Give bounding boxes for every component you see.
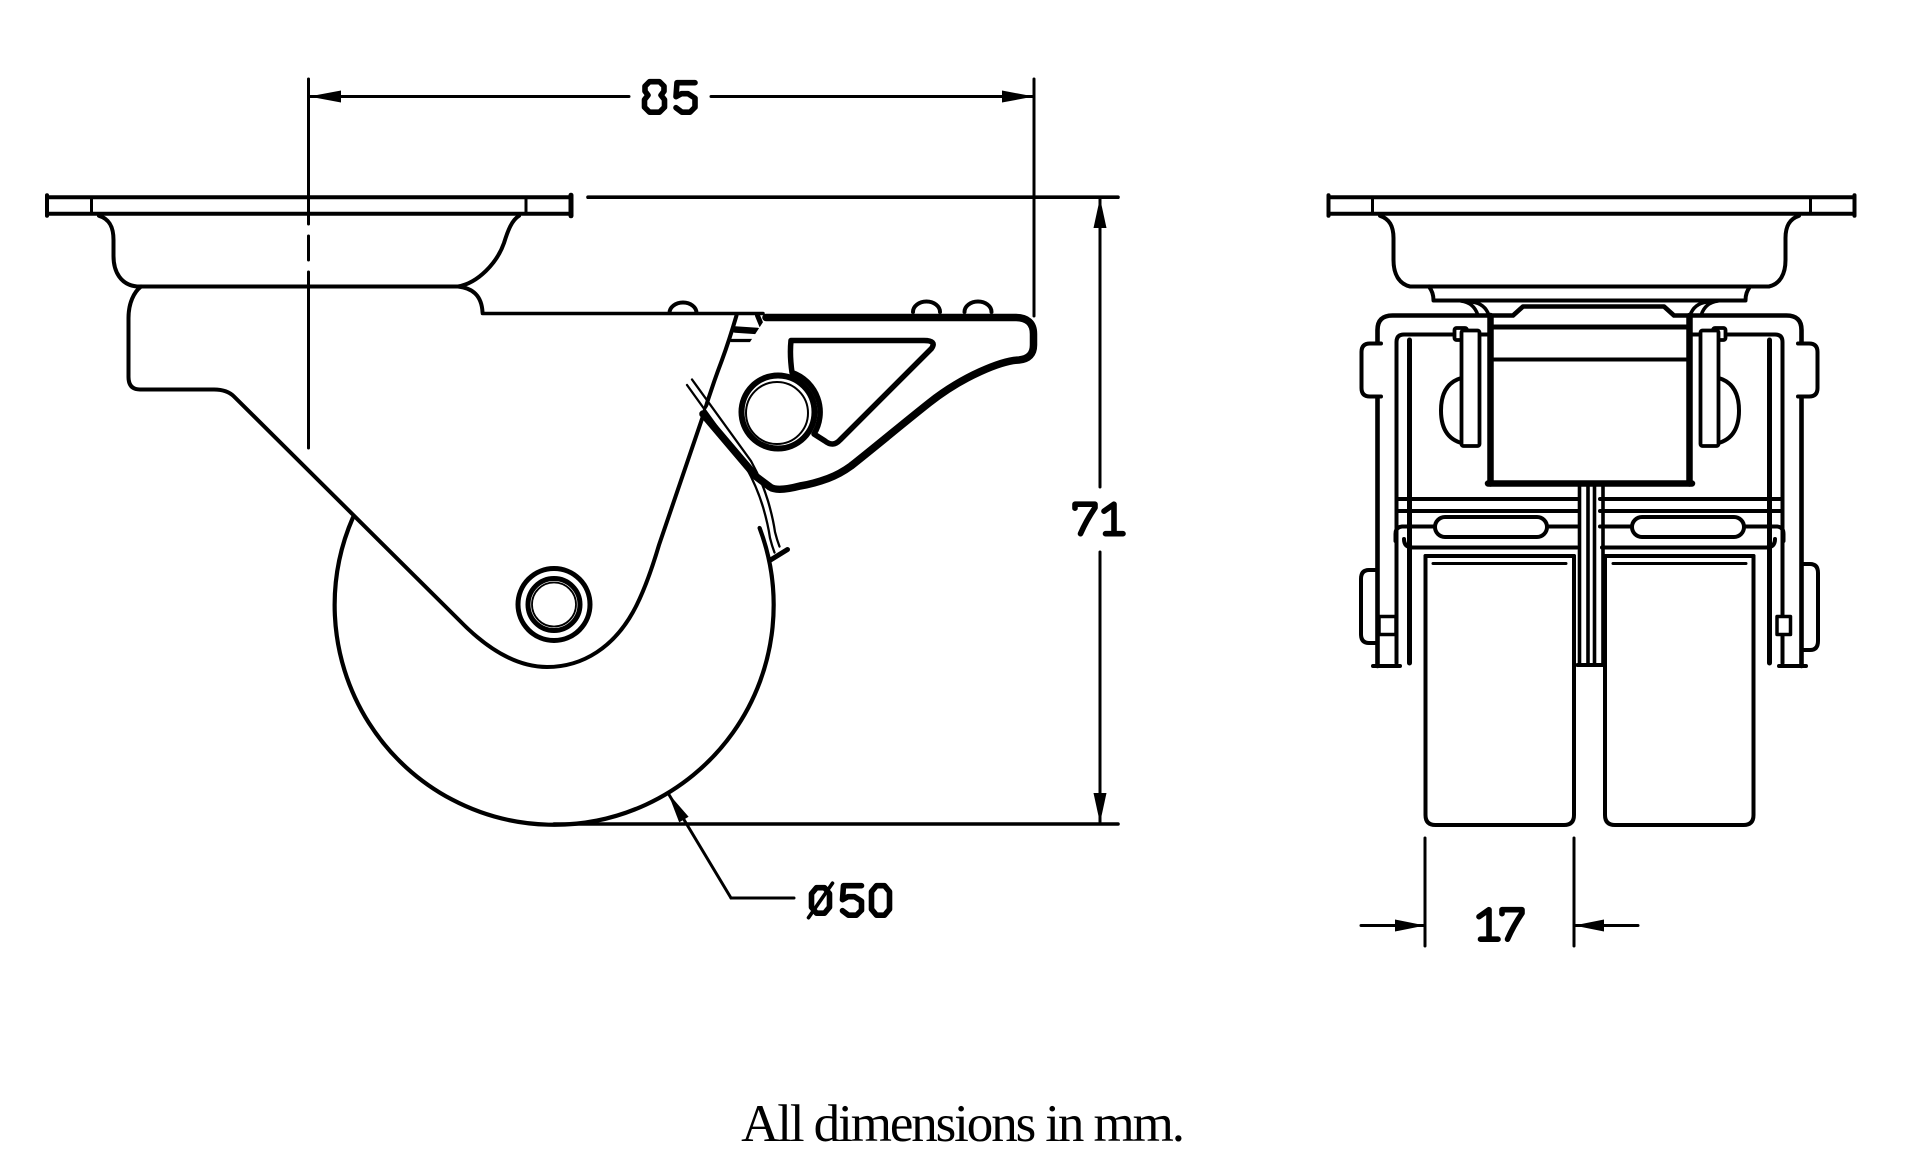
svg-text:All dimensions in mm.: All dimensions in mm.: [741, 1095, 1183, 1150]
